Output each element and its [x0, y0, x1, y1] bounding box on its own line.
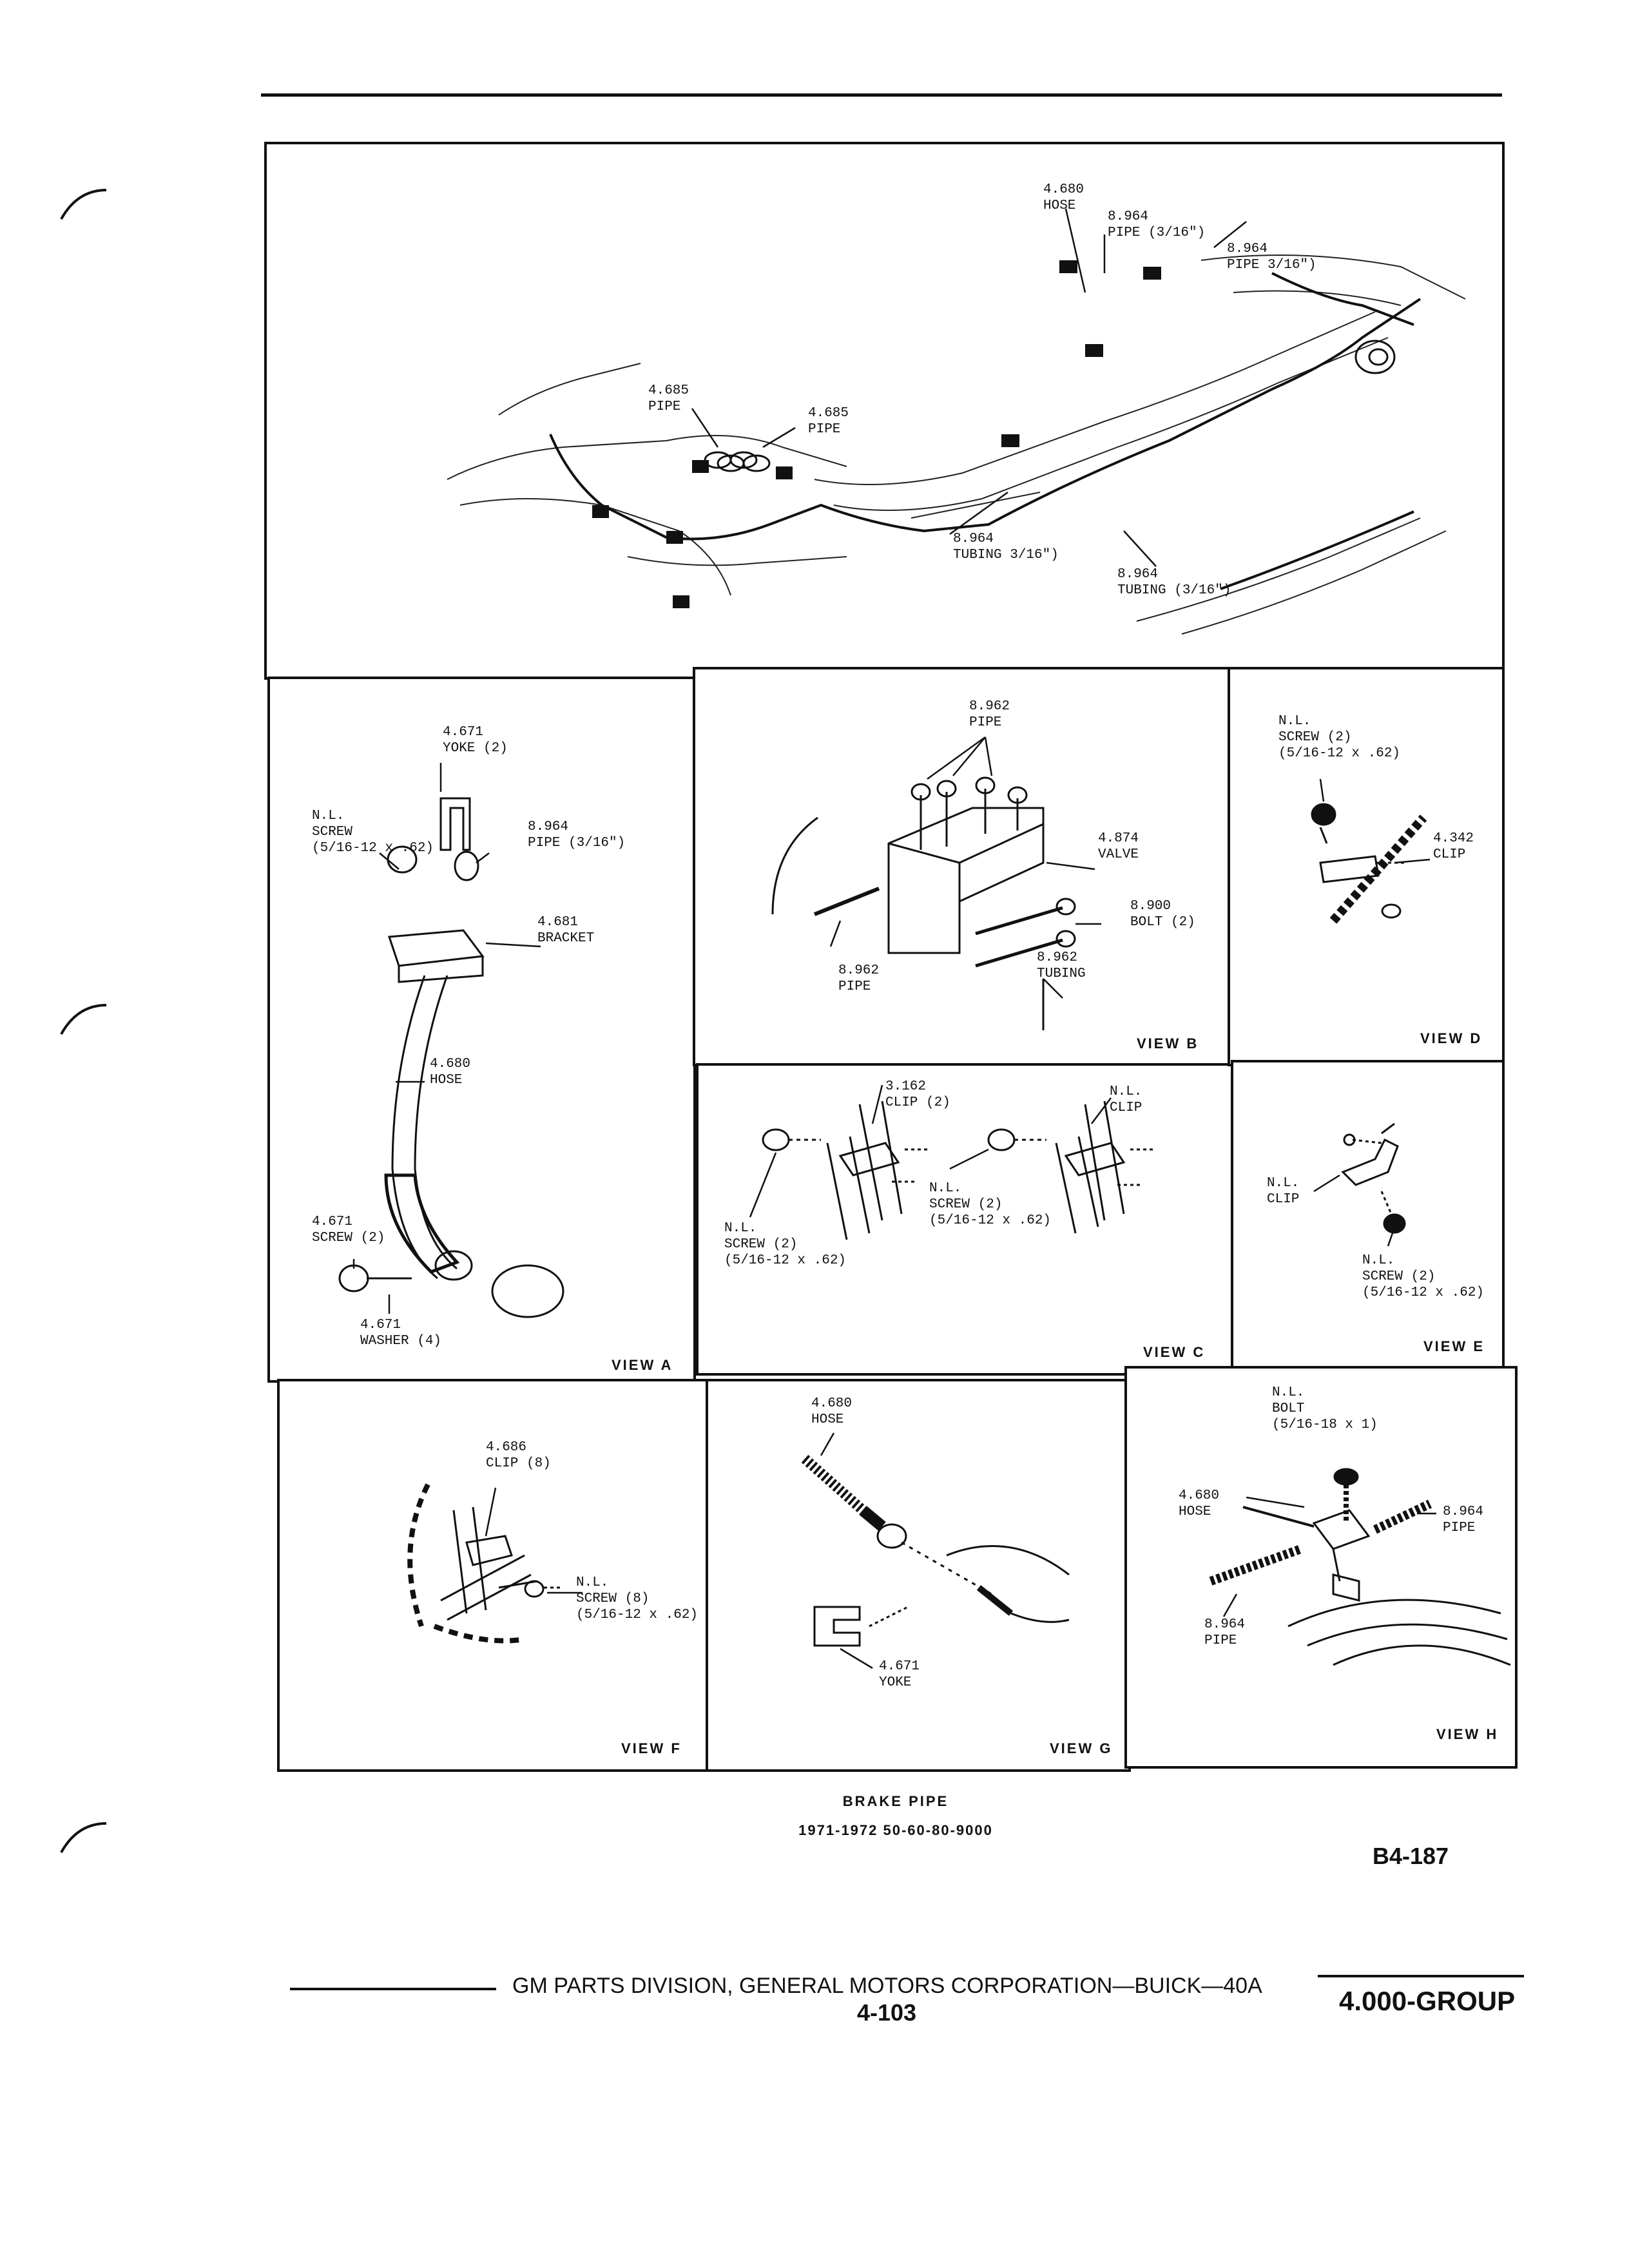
view-g-label-hose: 4.680 HOSE: [811, 1396, 853, 1427]
view-h-title: VIEW H: [1436, 1726, 1499, 1742]
view-b-label-tubing: 8.962 TUBING: [1037, 950, 1086, 981]
margin-marks: [60, 189, 107, 1853]
view-d-title: VIEW D: [1420, 1030, 1483, 1046]
view-b-label-pipe-bottom: 8.962 PIPE: [838, 963, 880, 994]
view-d-panel: N.L. SCREW (2) (5/16-12 x .62) 4.342 CLI…: [1228, 667, 1505, 1066]
view-e-label-screw: N.L. SCREW (2) (5/16-12 x .62): [1362, 1253, 1485, 1300]
view-h-label-bolt: N.L. BOLT (5/16-18 x 1): [1272, 1385, 1378, 1432]
main-label-pipe-2: 8.964 PIPE 3/16"): [1227, 242, 1316, 273]
view-a-title: VIEW A: [612, 1357, 673, 1373]
view-g-title: VIEW G: [1050, 1740, 1113, 1756]
view-a-panel: 4.671 YOKE (2) N.L. SCREW (5/16-12 x .62…: [267, 677, 696, 1383]
view-h-label-pipe-right: 8.964 PIPE: [1443, 1504, 1484, 1535]
view-c-label-clip-1: 3.162 CLIP (2): [885, 1079, 950, 1110]
view-f-clip-illustration: [407, 1483, 583, 1644]
view-c-title: VIEW C: [1143, 1344, 1206, 1360]
chassis-brake-lines-illustration: [447, 208, 1466, 635]
footer-rule-left: [290, 1988, 496, 1990]
view-h-hose-bolt-illustration: [1209, 1468, 1511, 1666]
view-b-title: VIEW B: [1137, 1035, 1199, 1052]
view-a-label-pipe: 8.964 PIPE (3/16"): [528, 820, 626, 850]
view-g-label-yoke: 4.671 YOKE: [879, 1659, 920, 1690]
view-b-label-bolt: 8.900 BOLT (2): [1130, 899, 1195, 930]
view-c-panel: 3.162 CLIP (2) N.L. CLIP N.L. SCREW (2) …: [696, 1063, 1234, 1376]
view-e-clip-illustration: [1313, 1122, 1406, 1247]
view-a-label-screw: N.L. SCREW (5/16-12 x .62): [312, 809, 434, 856]
view-c-label-screw-1: N.L. SCREW (2) (5/16-12 x .62): [724, 1221, 847, 1268]
footer-page-number: 4-103: [857, 1999, 917, 2026]
view-d-clip-illustration: [1311, 778, 1431, 924]
view-c-label-clip-2: N.L. CLIP: [1110, 1084, 1142, 1115]
view-a-label-yoke: 4.671 YOKE (2): [443, 725, 508, 756]
view-c-clip-illustration: [749, 1084, 1156, 1240]
view-a-hose-bracket-illustration: [338, 763, 564, 1318]
view-f-label-screw: N.L. SCREW (8) (5/16-12 x .62): [576, 1575, 699, 1622]
main-label-tubing-1: 8.964 TUBING 3/16"): [953, 532, 1059, 562]
view-d-label-clip: 4.342 CLIP: [1433, 831, 1474, 862]
figure-number: B4-187: [1373, 1843, 1449, 1869]
view-b-panel: 8.962 PIPE 4.874 VALVE 8.900 BOLT (2) 8.…: [693, 667, 1231, 1066]
view-e-label-clip: N.L. CLIP: [1267, 1176, 1300, 1207]
main-label-tubing-2: 8.964 TUBING (3/16"): [1117, 567, 1231, 598]
figure-caption-title: BRAKE PIPE: [842, 1793, 949, 1809]
main-label-pipe-3: 4.685 PIPE: [648, 383, 689, 414]
view-f-label-clip: 4.686 CLIP (8): [486, 1440, 551, 1471]
view-g-hose-yoke-illustration: [801, 1432, 1070, 1669]
view-f-title: VIEW F: [621, 1740, 682, 1756]
view-b-label-valve: 4.874 VALVE: [1098, 831, 1139, 862]
view-a-label-bracket: 4.681 BRACKET: [537, 915, 595, 946]
view-a-label-washer: 4.671 WASHER (4): [360, 1318, 442, 1349]
footer-group: 4.000-GROUP: [1339, 1986, 1516, 2016]
footer-rule-right: [1318, 1975, 1524, 1977]
view-c-label-screw-2: N.L. SCREW (2) (5/16-12 x .62): [929, 1181, 1052, 1228]
footer-publisher: GM PARTS DIVISION, GENERAL MOTORS CORPOR…: [512, 1974, 1262, 1998]
view-h-label-pipe-left: 8.964 PIPE: [1204, 1617, 1246, 1648]
main-diagram-panel: 4.680 HOSE 8.964 PIPE (3/16") 8.964 PIPE…: [264, 142, 1505, 680]
view-a-label-screw-2: 4.671 SCREW (2): [312, 1215, 385, 1245]
view-b-label-pipe-top: 8.962 PIPE: [969, 699, 1010, 730]
view-a-label-hose: 4.680 HOSE: [430, 1057, 471, 1088]
view-e-title: VIEW E: [1423, 1338, 1485, 1354]
view-f-panel: 4.686 CLIP (8) N.L. SCREW (8) (5/16-12 x…: [277, 1379, 709, 1772]
view-h-panel: N.L. BOLT (5/16-18 x 1) 4.680 HOSE 8.964…: [1124, 1366, 1518, 1769]
view-h-label-hose: 4.680 HOSE: [1179, 1488, 1220, 1519]
main-label-pipe-4: 4.685 PIPE: [808, 406, 849, 437]
view-b-valve-illustration: [771, 736, 1101, 1030]
main-label-pipe-1: 8.964 PIPE (3/16"): [1108, 209, 1206, 240]
top-rule: [261, 93, 1502, 97]
figure-caption-subtitle: 1971-1972 50-60-80-9000: [798, 1822, 993, 1838]
main-label-hose: 4.680 HOSE: [1043, 182, 1084, 213]
view-d-label-screw: N.L. SCREW (2) (5/16-12 x .62): [1278, 714, 1401, 761]
view-e-panel: N.L. CLIP N.L. SCREW (2) (5/16-12 x .62)…: [1231, 1060, 1505, 1369]
view-g-panel: 4.680 HOSE 4.671 YOKE VIEW G: [706, 1379, 1131, 1772]
